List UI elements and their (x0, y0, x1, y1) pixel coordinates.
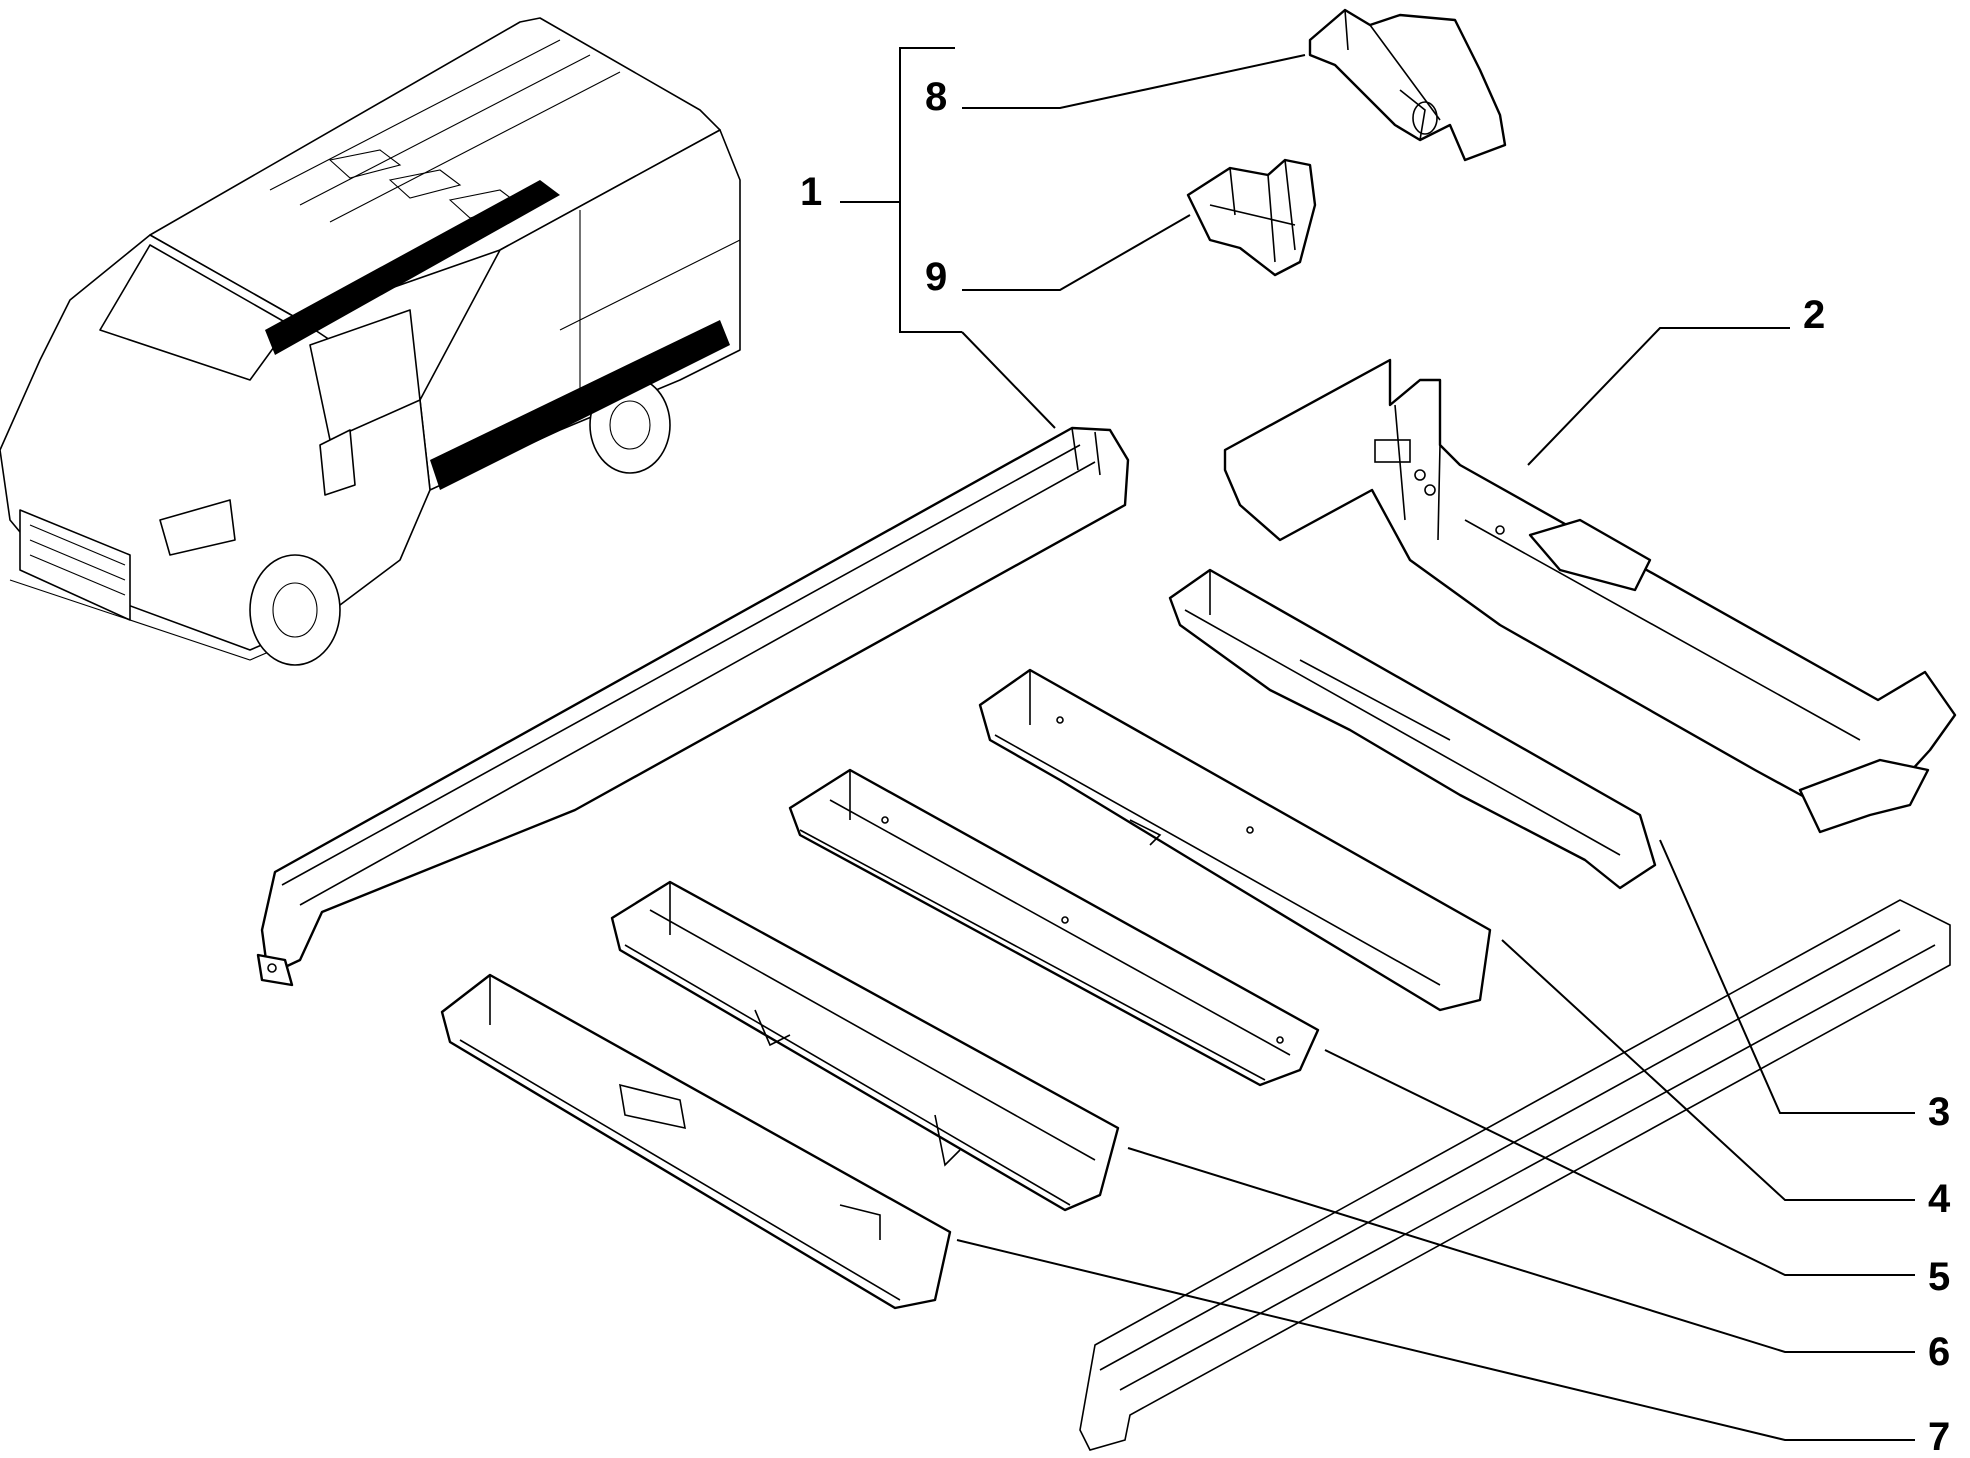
alt-sill-outline (1079, 899, 1951, 1451)
callout-3: 3 (1928, 1090, 1950, 1134)
part-2-rear-crossmember (1223, 358, 1957, 834)
callout-8: 8 (925, 75, 947, 119)
part-5-floor-crossmember (788, 768, 1320, 1087)
part-6-floor-crossmember (610, 880, 1120, 1212)
callout-1: 1 (800, 170, 822, 214)
callout-9: 9 (925, 255, 947, 299)
callout-7: 7 (1928, 1415, 1950, 1458)
callout-4: 4 (1928, 1177, 1951, 1221)
callout-6: 6 (1928, 1330, 1950, 1374)
part-7-floor-crossmember (440, 973, 952, 1310)
callout-labels: 1 2 3 4 5 6 7 8 9 (800, 75, 1951, 1458)
callout-5: 5 (1928, 1255, 1950, 1299)
part-3-floor-crossmember (1168, 568, 1657, 890)
part-4-floor-crossmember (978, 668, 1492, 1012)
callout-2: 2 (1803, 293, 1825, 337)
part-9-bracket (1186, 158, 1317, 277)
van-icon (0, 17, 741, 666)
part-1-rocker-sill (256, 426, 1130, 987)
part-8-bracket (1308, 8, 1507, 162)
leader-lines (840, 47, 1915, 1441)
